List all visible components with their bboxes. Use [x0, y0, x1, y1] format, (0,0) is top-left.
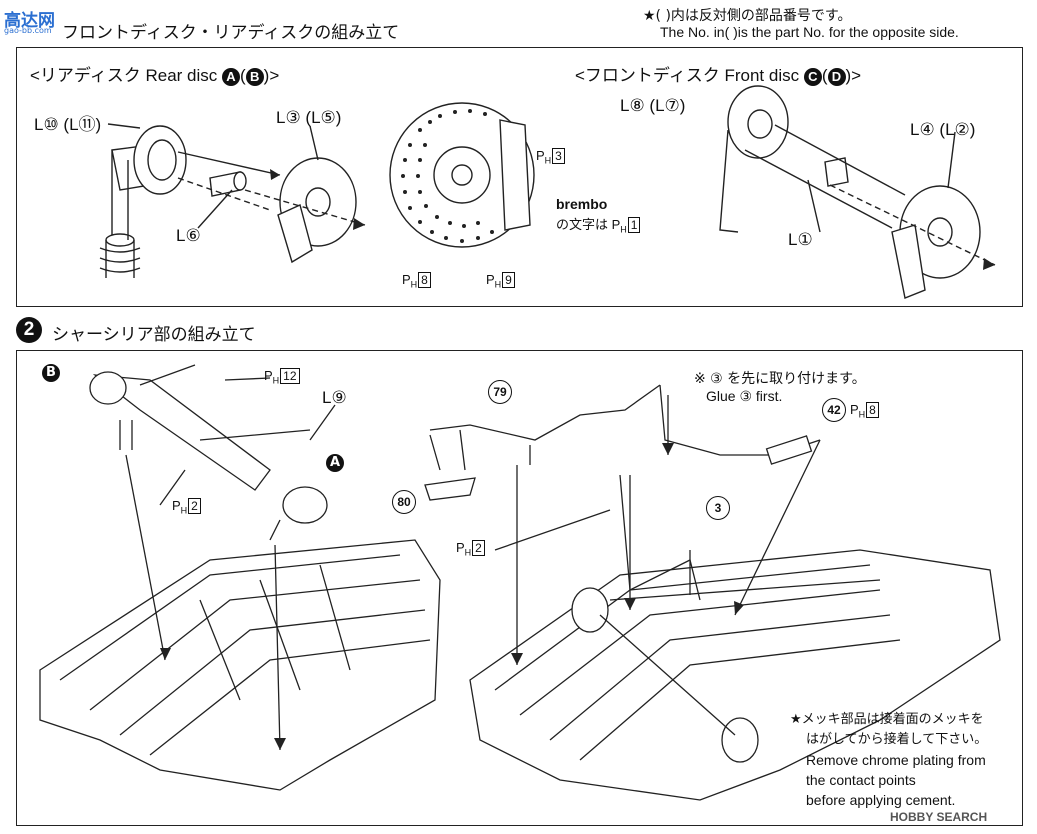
ph-number: 2 [472, 540, 485, 556]
step2-title: シャーシリア部の組み立て [52, 325, 256, 345]
label-l4-l2: L④ (L②) [910, 120, 976, 139]
chrome-plating-note: ★メッキ部品は接着面のメッキを はがしてから接着して下さい。 Remove ch… [790, 710, 987, 810]
brembo-word: brembo [556, 196, 608, 212]
part-79-callout: 79 [488, 380, 512, 404]
label-l1: L① [788, 230, 813, 249]
label-l3-l5: L③ (L⑤) [276, 108, 342, 127]
rear-disc-title: <リアディスク Rear disc A(B)> [30, 61, 279, 86]
paren: ( [821, 66, 828, 85]
ph-sub: H [544, 155, 552, 166]
part-80: 80 [392, 490, 416, 514]
brembo-note-text: の文字は P [556, 217, 621, 232]
label-l10-l11: L⑩ (L⑪) [34, 115, 102, 134]
part-42-callout: 42 [822, 398, 846, 422]
ph-sub: H [180, 505, 188, 516]
part-a-marker: A [222, 67, 240, 86]
chrome-note-jp2: はがしてから接着して下さい。 [806, 732, 988, 747]
part-3: 3 [706, 496, 730, 520]
ph-letter: P [486, 272, 495, 287]
ph-sub: H [464, 547, 472, 558]
part-b-marker: B [245, 67, 264, 86]
ph-letter: P [850, 402, 859, 417]
part-d-marker: D [827, 67, 846, 86]
chrome-note-en3: before applying cement. [806, 792, 956, 808]
label-l8-l7: L⑧ (L⑦) [620, 96, 686, 115]
glue-note-jp: ※ ③ を先に取り付けます。 [694, 371, 866, 387]
ph-letter: P [402, 272, 411, 287]
part-79: 79 [488, 380, 512, 404]
part-3-callout: 3 [706, 496, 730, 520]
ph-sub: H [410, 279, 418, 290]
paren-close: )> [263, 66, 280, 85]
part-42: 42 [822, 398, 846, 422]
chrome-note-jp1: ★メッキ部品は接着面のメッキを [790, 712, 984, 727]
paren-close: )> [845, 66, 862, 85]
rear-disc-title-text: <リアディスク Rear disc [30, 66, 222, 85]
ph-sub: H [494, 279, 502, 290]
part-a-callout: A [326, 452, 344, 472]
ph-number: 9 [502, 272, 515, 288]
part-b-callout: B [42, 362, 60, 382]
part-80-callout: 80 [392, 490, 416, 514]
part-c-marker: C [803, 67, 822, 86]
ph-sub: H [620, 224, 627, 235]
label-l9: L⑨ [322, 388, 347, 407]
ph-number: 3 [552, 148, 565, 164]
logo-subtext: gao-bb.com [4, 26, 52, 35]
step2-panel [16, 350, 1023, 826]
ph-letter: P [264, 368, 273, 383]
front-disc-title: <フロントディスク Front disc C(D)> [575, 61, 861, 86]
part-b-marker: B [42, 363, 60, 382]
glue-note-en: Glue ③ first. [706, 388, 783, 404]
logo-text: 高达网 [4, 11, 55, 31]
part-a-marker: A [326, 453, 344, 472]
opposite-side-note-jp: ★( )内は反対側の部品番号です。 [643, 8, 852, 24]
ph-letter: P [456, 540, 465, 555]
chrome-note-en1: Remove chrome plating from [806, 752, 986, 768]
ph-number: 8 [418, 272, 431, 288]
ph-number: 2 [188, 498, 201, 514]
ph-number: 8 [866, 402, 879, 418]
step1-title: フロントディスク・リアディスクの組み立て [62, 23, 400, 43]
drill-holes [401, 109, 494, 243]
watermark: HOBBY SEARCH [890, 810, 988, 824]
ph-letter: P [536, 148, 545, 163]
site-logo: 高达网 gao-bb.com [4, 6, 74, 36]
opposite-side-note-en: The No. in( )is the part No. for the opp… [660, 24, 959, 40]
ph-letter: P [172, 498, 181, 513]
step1-panel [16, 47, 1023, 307]
step2-number: 2 [16, 317, 42, 343]
paren: ( [240, 66, 246, 85]
ph-sub: H [858, 409, 866, 420]
label-l6: L⑥ [176, 226, 201, 245]
chrome-note-en2: the contact points [806, 772, 916, 788]
ph-sub: H [272, 375, 280, 386]
front-disc-title-text: <フロントディスク Front disc [575, 66, 804, 85]
ph-number: 1 [627, 217, 641, 233]
ph-number: 12 [280, 368, 300, 384]
